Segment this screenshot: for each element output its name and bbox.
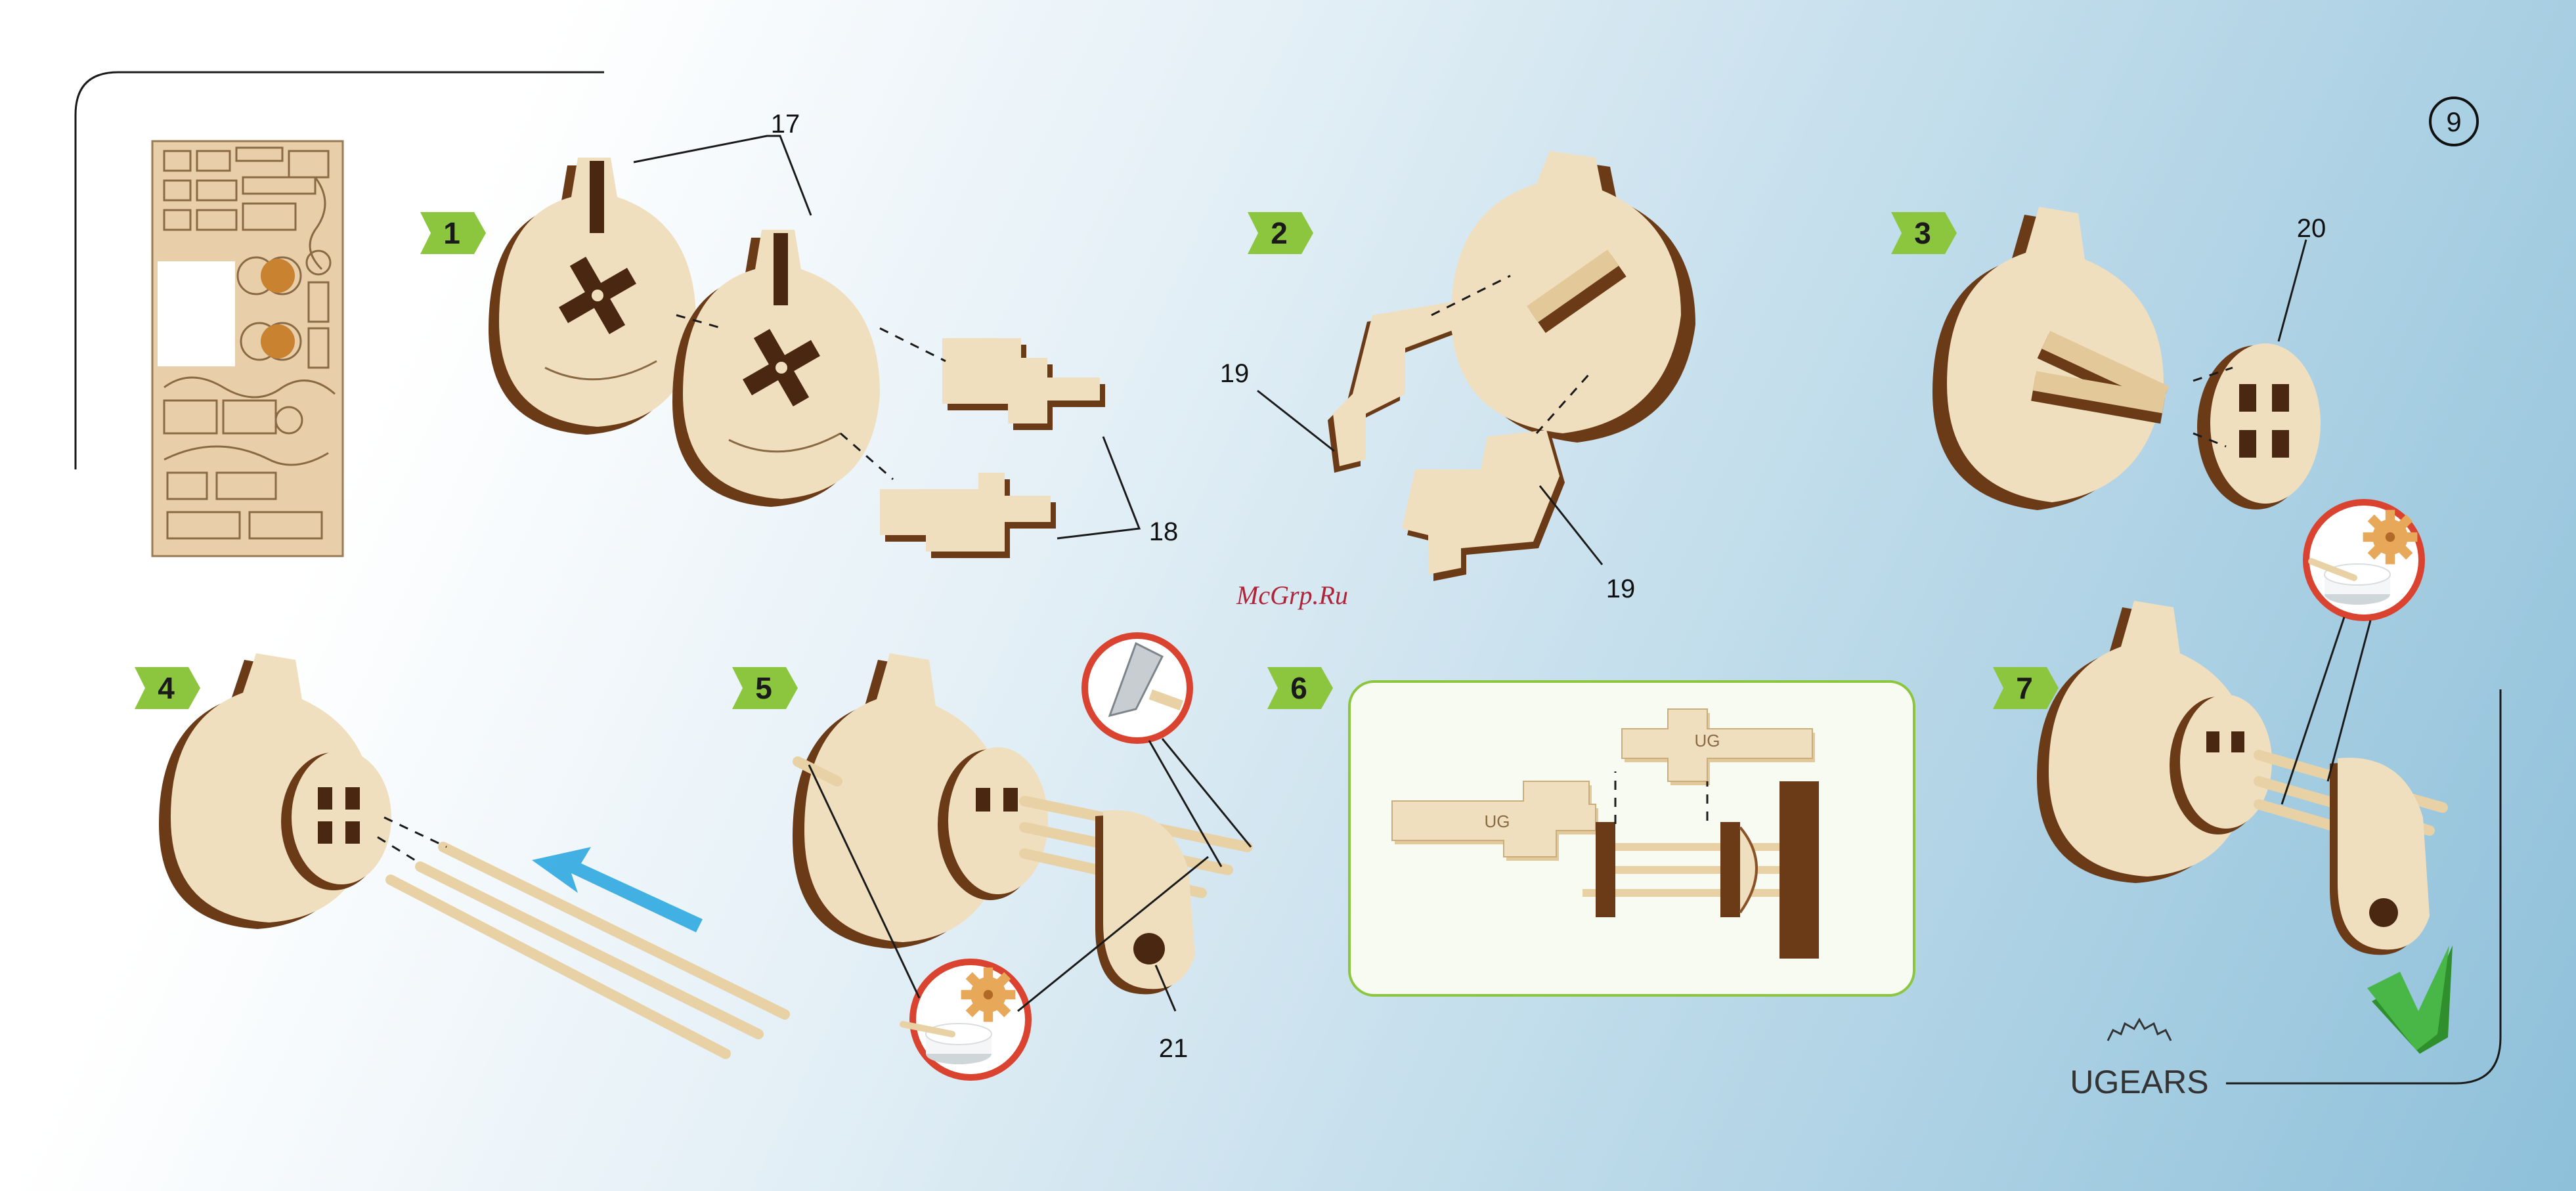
wax-callout bbox=[903, 962, 1028, 1077]
checkmark-icon bbox=[2367, 945, 2453, 1054]
step-5-illustration bbox=[793, 636, 1251, 1077]
step-badge-7: 7 bbox=[1993, 667, 2059, 709]
gear-logo-icon bbox=[2108, 1020, 2171, 1041]
part-label-20: 20 bbox=[2297, 214, 2326, 243]
part-label-17: 17 bbox=[771, 110, 800, 139]
step-7-illustration bbox=[2037, 502, 2453, 1054]
svg-text:7: 7 bbox=[2016, 671, 2033, 705]
svg-text:4: 4 bbox=[158, 671, 175, 705]
part-label-18: 18 bbox=[1149, 517, 1179, 546]
svg-text:5: 5 bbox=[755, 671, 772, 705]
step-1-illustration bbox=[489, 136, 1139, 558]
step-4-illustration bbox=[159, 653, 785, 1054]
part-lettering-1: UG bbox=[1485, 812, 1510, 831]
step-badge-4: 4 bbox=[135, 667, 200, 709]
step-6-panel: UG UG bbox=[1349, 682, 1914, 995]
step-3-illustration bbox=[1932, 207, 2321, 510]
step-badge-6: 6 bbox=[1267, 667, 1333, 709]
watermark: McGrp.Ru bbox=[1236, 580, 1348, 610]
wax-callout-7 bbox=[2306, 502, 2422, 618]
page-number-text: 9 bbox=[2446, 106, 2461, 137]
brand-name: UGEARS bbox=[2070, 1064, 2208, 1100]
step-badge-1: 1 bbox=[420, 212, 486, 254]
insert-arrow-icon bbox=[532, 847, 703, 932]
svg-text:1: 1 bbox=[443, 216, 460, 250]
step-2-illustration bbox=[1257, 151, 1695, 581]
knife-callout bbox=[1085, 636, 1190, 741]
step-badge-2: 2 bbox=[1248, 212, 1313, 254]
part-lettering-2: UG bbox=[1695, 731, 1720, 750]
page-number: 9 bbox=[2430, 98, 2478, 145]
svg-text:3: 3 bbox=[1914, 216, 1931, 250]
part-label-19-b: 19 bbox=[1606, 574, 1636, 603]
step-badge-5: 5 bbox=[732, 667, 798, 709]
step-badge-3: 3 bbox=[1891, 212, 1957, 254]
svg-text:6: 6 bbox=[1290, 671, 1307, 705]
part-label-21: 21 bbox=[1159, 1034, 1189, 1063]
brand-logo: UGEARS bbox=[2070, 1020, 2208, 1100]
part-label-19-a: 19 bbox=[1220, 359, 1250, 388]
parts-sheet bbox=[152, 141, 343, 556]
svg-text:2: 2 bbox=[1271, 216, 1288, 250]
